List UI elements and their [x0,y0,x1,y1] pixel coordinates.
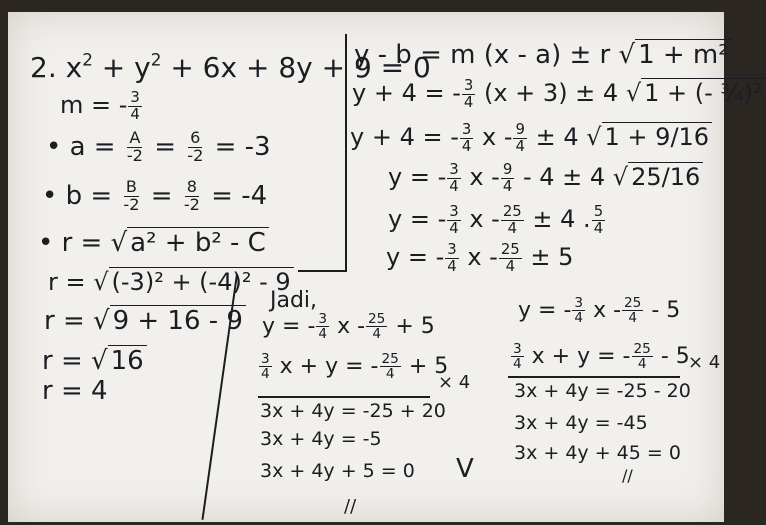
left-radius-sqrt: r = √16 [42,345,147,376]
case-a-line-4: 3x + 4y = -5 [260,428,382,450]
left-b-value: • b = B-2 = 8-2 = -4 [42,177,268,214]
case-a-checkmark: V [456,454,474,484]
left-radius-sum: r = √9 + 16 - 9 [44,305,246,336]
left-radius-formula: • r = √a² + b² - C [38,227,269,258]
case-a-underline [258,396,430,398]
left-radius-substitution: r = √(-3)² + (-4)² - 9 [48,267,294,296]
left-a-value: • a = A-2 = 6-2 = -3 [46,128,271,165]
conclusion-jadi: Jadi, [270,288,318,313]
case-b-line-3: 3x + 4y = -25 - 20 [514,380,691,402]
case-b-underline [508,376,680,378]
divider-horizontal [298,270,347,272]
case-b-line-4: 3x + 4y = -45 [514,412,648,434]
case-b-multiply: × 4 [688,352,721,373]
vertical-divider [345,34,347,272]
left-equation: 2. x2 + y2 + 6x + 8y + 9 = 0 [30,49,431,84]
case-a-multiply: × 4 [438,372,471,393]
case-a-line-3: 3x + 4y = -25 + 20 [260,400,446,422]
case-a-line-5: 3x + 4y + 5 = 0 [260,460,415,482]
case-a-end-mark: // [344,496,357,517]
case-b-end-mark: // [622,466,633,485]
case-b-line-5: 3x + 4y + 45 = 0 [514,442,681,464]
left-radius-result: r = 4 [42,376,108,406]
right-tangent-formula: y - b = m (x - a) ± r √1 + m² [354,39,732,70]
